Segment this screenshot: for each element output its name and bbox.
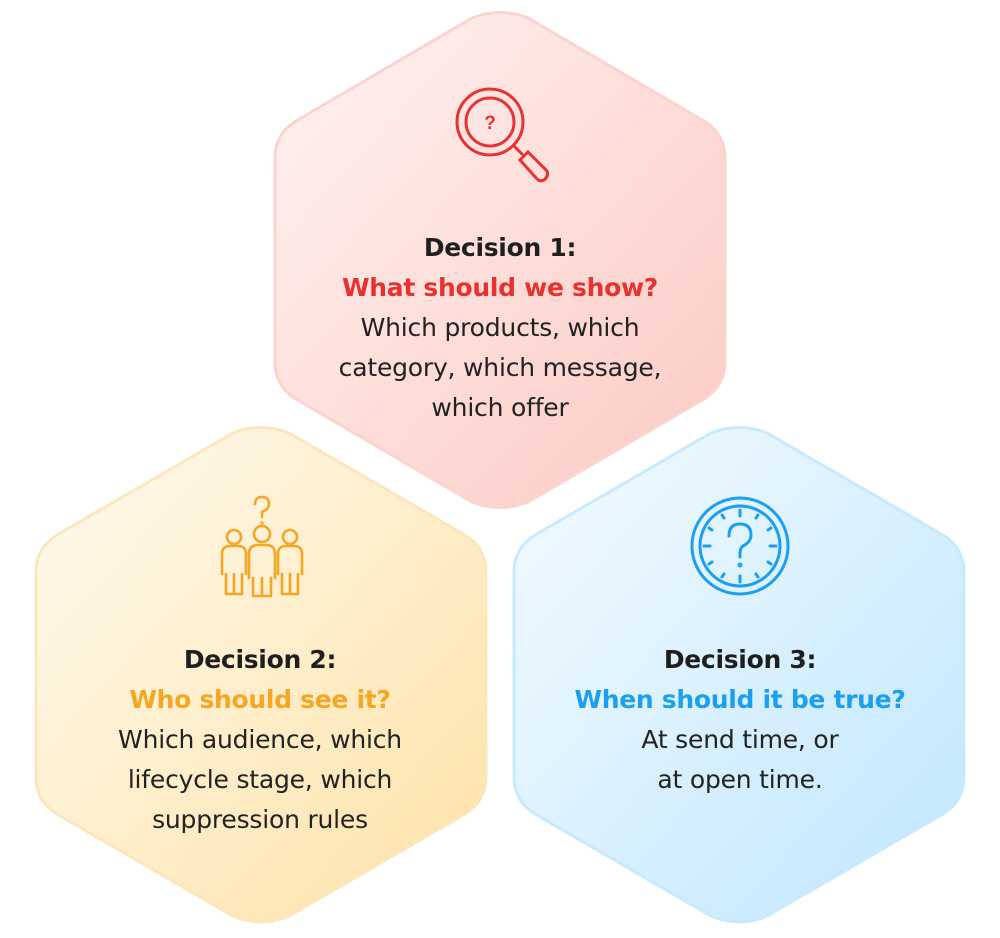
decision-3-question: When should it be true? (574, 685, 906, 714)
decision-1-line-1: Which products, which (360, 313, 640, 342)
magnifier-question-icon: ? (455, 87, 550, 183)
svg-text:?: ? (484, 113, 496, 134)
decision-1-heading: Decision 1: (423, 233, 577, 262)
people-question-icon (220, 495, 304, 598)
decision-3-line-2: at open time. (657, 765, 823, 794)
hexagon-decision-1 (273, 11, 727, 509)
decision-2-heading: Decision 2: (183, 645, 337, 674)
decision-2-question: Who should see it? (129, 685, 391, 714)
decision-3-heading: Decision 3: (663, 645, 817, 674)
decision-2-line-2: lifecycle stage, which (127, 765, 393, 794)
clock-question-icon (690, 496, 790, 596)
decision-1-line-2: category, which message, (338, 353, 662, 382)
decision-3-line-1: At send time, or (641, 725, 839, 754)
decision-1-question: What should we show? (342, 273, 658, 302)
hexagon-decision-2 (34, 426, 488, 924)
hexagon-decision-3 (512, 426, 966, 924)
decision-2-text: Decision 2: Who should see it? Which aud… (60, 640, 460, 840)
decision-1-line-3: which offer (431, 393, 569, 422)
decision-2-line-1: Which audience, which (118, 725, 402, 754)
decision-2-line-3: suppression rules (152, 805, 368, 834)
decision-1-text: Decision 1: What should we show? Which p… (300, 228, 700, 428)
decision-3-text: Decision 3: When should it be true? At s… (540, 640, 940, 800)
